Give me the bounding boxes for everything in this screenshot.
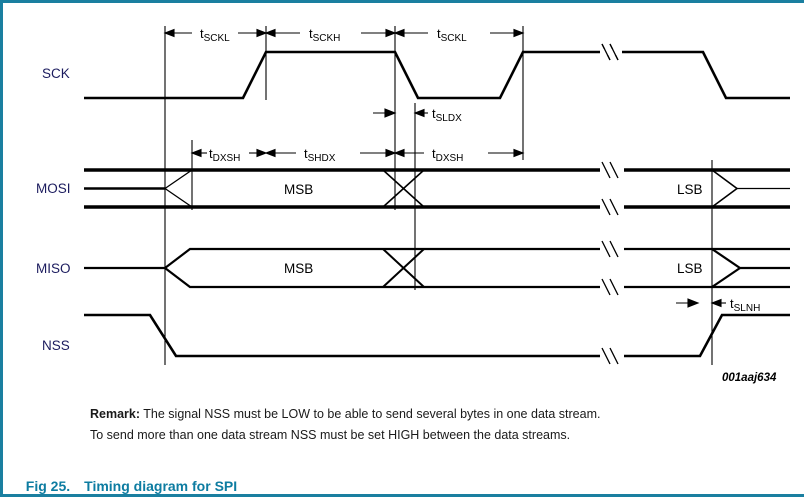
mosi-msb-label: MSB: [284, 182, 313, 197]
signal-label-mosi: MOSI: [36, 181, 71, 196]
label-tdxsh-1: tDXSH: [209, 146, 240, 164]
sck-measure-labels: tSCKL tSCKH tSCKL: [200, 26, 467, 44]
miso-waveform: [84, 247, 790, 289]
sck-break-gap: [600, 49, 622, 55]
mosi-break-marks: [600, 161, 624, 216]
signal-label-miso: MISO: [36, 261, 71, 276]
mosi-waveform: [84, 168, 790, 209]
remark-line-2: To send more than one data stream NSS mu…: [90, 428, 571, 442]
mosi-lsb-label: LSB: [677, 182, 703, 197]
figure-caption: Fig 25. Timing diagram for SPI: [18, 462, 237, 494]
label-tsckl-1: tSCKL: [200, 26, 230, 44]
caption-number: Fig 25.: [25, 478, 71, 494]
miso-msb-label: MSB: [284, 261, 313, 276]
remark-label: Remark:: [90, 407, 141, 421]
signal-label-nss: NSS: [42, 338, 70, 353]
mosi-measure-labels: tDXSH tSHDX tDXSH: [209, 146, 463, 164]
miso-break-marks: [600, 240, 624, 296]
mosi-measure-arrows: [190, 148, 525, 158]
label-tdxsh-2: tDXSH: [432, 146, 463, 164]
label-tslnh: tSLNH: [730, 296, 760, 314]
label-tsldx: tSLDX: [432, 106, 462, 124]
remark-text-1: The signal NSS must be LOW to be able to…: [140, 407, 601, 421]
nss-break-mark: [600, 347, 624, 365]
remark-block: Remark: The signal NSS must be LOW to be…: [90, 404, 790, 446]
nss-waveform: [84, 313, 790, 358]
figure-id: 001aaj634: [722, 372, 777, 384]
tsldx-arrows: [373, 108, 428, 118]
sck-measure-arrows: [163, 28, 525, 38]
sck-break-slashes: [601, 43, 619, 61]
caption-title: Timing diagram for SPI: [84, 478, 238, 494]
label-tshdx: tSHDX: [304, 146, 336, 164]
label-tsckl-2: tSCKL: [437, 26, 467, 44]
signal-label-sck: SCK: [42, 66, 70, 81]
miso-lsb-label: LSB: [677, 261, 703, 276]
guide-lines: [164, 26, 713, 365]
sck-waveform: [84, 50, 790, 100]
tslnh-arrows: [676, 298, 726, 308]
remark-line-1: Remark: The signal NSS must be LOW to be…: [90, 404, 790, 425]
label-tsckh: tSCKH: [309, 26, 340, 44]
